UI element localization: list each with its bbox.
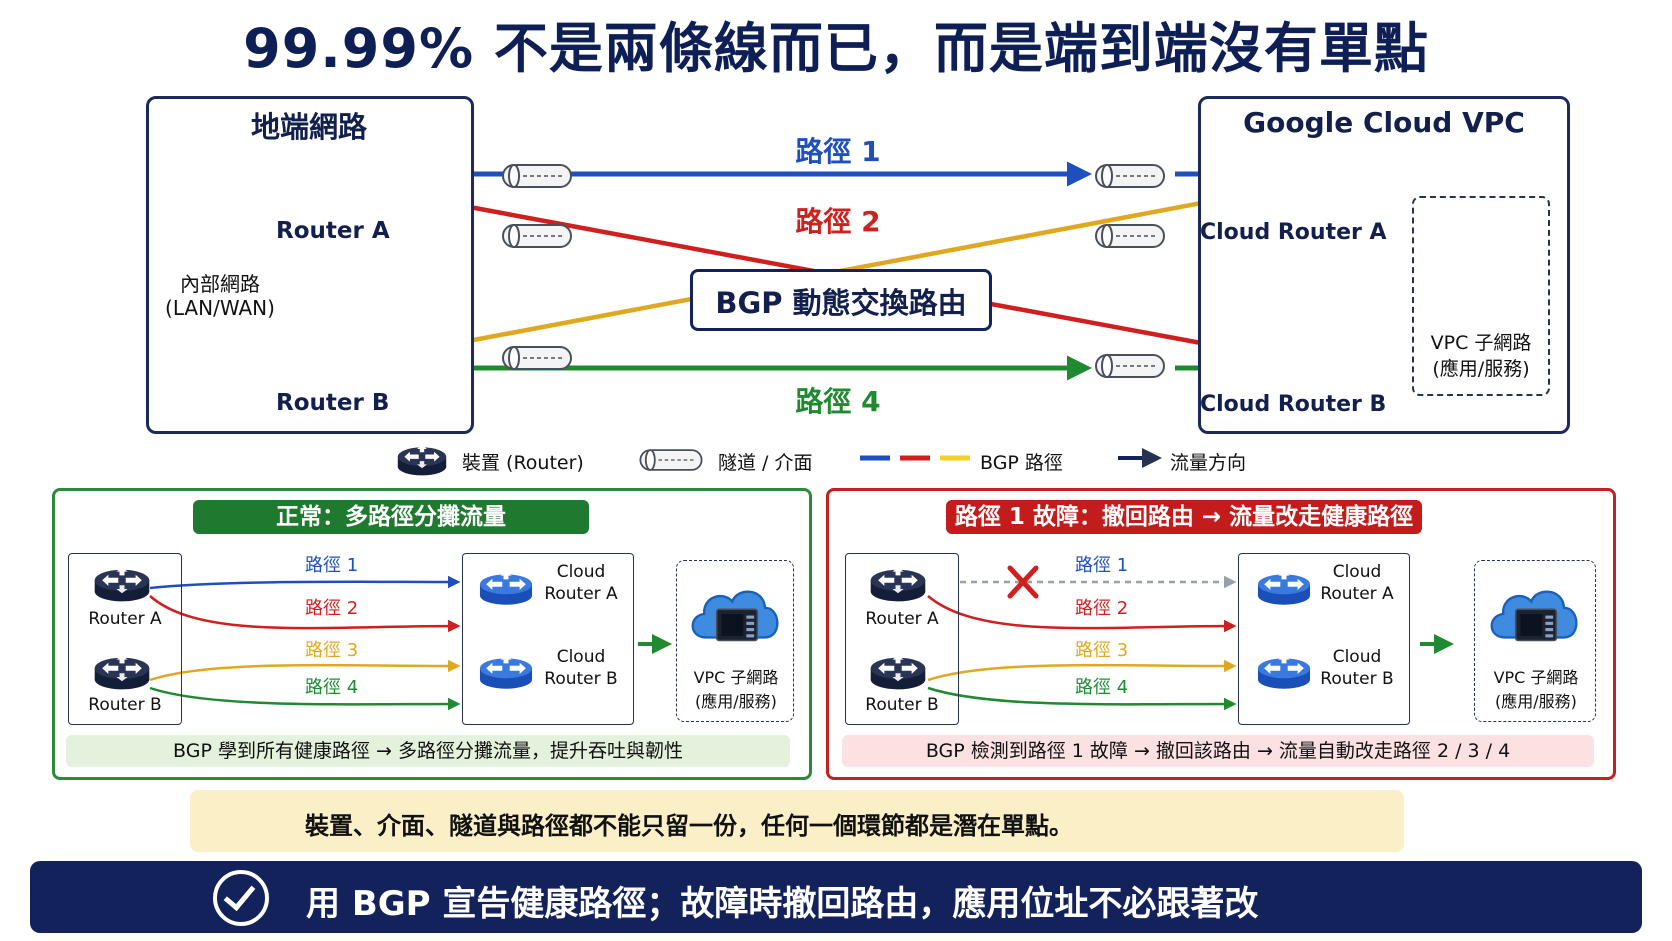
normal-vpc-box <box>676 560 794 722</box>
normal-summary: BGP 學到所有健康路徑 → 多路徑分攤流量，提升吞吐與韌性 <box>66 735 790 767</box>
normal-apps-label: (應用/服務) <box>695 692 777 711</box>
warning-text: 裝置、介面、隧道與路徑都不能只留一份，任何一個環節都是潛在單點。 <box>305 812 1073 840</box>
router-b-label: Router B <box>276 390 390 416</box>
path-4-label: 路徑 4 <box>795 385 881 418</box>
tunnel-icon <box>502 346 572 370</box>
failure-router-a-label: Router A <box>865 609 939 629</box>
normal-vpc-label: VPC 子網路 <box>693 668 779 687</box>
gcp-title: Google Cloud VPC <box>1243 106 1525 139</box>
legend-flow-label: 流量方向 <box>1170 452 1247 474</box>
failure-path-4-label: 路徑 4 <box>1075 677 1129 698</box>
vpc-subnet-label: VPC 子網路 <box>1430 332 1532 354</box>
tunnel-icon <box>1095 224 1165 248</box>
footer-bar <box>30 861 1642 933</box>
failure-cloud-a-label: Cloud <box>1332 562 1382 582</box>
onprem-box <box>146 96 474 434</box>
check-circle-icon <box>213 870 269 926</box>
vpc-subnet-box <box>1412 196 1550 396</box>
failure-lines <box>927 575 1454 711</box>
failure-panel <box>826 488 1616 780</box>
normal-panel <box>52 488 812 780</box>
tunnel-icon <box>502 224 572 248</box>
legend-tunnel-label: 隧道 / 介面 <box>718 452 813 474</box>
lan-wan-label: (LAN/WAN) <box>165 296 275 320</box>
failure-path-1-label: 路徑 1 <box>1075 555 1129 576</box>
vpc-apps-label: (應用/服務) <box>1432 358 1530 380</box>
cloud-router-b-label: Cloud Router B <box>1200 392 1387 417</box>
failure-router-b2-label: Router B <box>1320 669 1394 689</box>
normal-router-b2-label: Router B <box>544 669 618 689</box>
normal-cloud-a-label: Cloud <box>556 562 606 582</box>
router-a-label: Router A <box>276 218 390 244</box>
warning-bar <box>190 790 1404 852</box>
gcp-box <box>1198 96 1570 434</box>
normal-cloud-b-label: Cloud <box>556 647 606 667</box>
cloud-router-a-label: Cloud Router A <box>1200 220 1387 245</box>
normal-header: 正常：多路徑分攤流量 <box>193 500 589 534</box>
tunnel-icon <box>1095 354 1165 378</box>
legend-router-icon <box>397 445 447 476</box>
internal-network-label: 內部網路 <box>180 272 260 296</box>
failure-path-3-label: 路徑 3 <box>1075 640 1129 661</box>
normal-router-a2-label: Router A <box>544 584 618 604</box>
normal-gcp-box <box>462 553 634 725</box>
normal-router-b-label: Router B <box>88 695 162 715</box>
tunnel-icon <box>502 164 572 188</box>
failure-onprem-box <box>845 553 959 725</box>
legend-tunnel-icon <box>639 449 703 471</box>
legend-device-label: 裝置 (Router) <box>462 452 584 474</box>
failure-cloud-b-label: Cloud <box>1332 647 1382 667</box>
failure-vpc-box <box>1474 560 1596 722</box>
failure-router-b-label: Router B <box>865 695 939 715</box>
legend-bgp-label: BGP 路徑 <box>980 452 1063 474</box>
bgp-center-label: BGP 動態交換路由 <box>715 286 967 320</box>
failure-header: 路徑 1 故障：撤回路由 → 流量改走健康路徑 <box>946 500 1422 534</box>
tunnel-icon <box>1095 164 1165 188</box>
bgp-center-box <box>690 269 992 331</box>
footer-text: 用 BGP 宣告健康路徑；故障時撤回路由，應用位址不必跟著改 <box>306 884 1259 924</box>
normal-onprem-box <box>68 553 182 725</box>
normal-path-4-label: 路徑 4 <box>305 677 359 698</box>
failure-path-2-label: 路徑 2 <box>1075 598 1129 619</box>
failure-router-a2-label: Router A <box>1320 584 1394 604</box>
normal-lines <box>149 575 672 711</box>
normal-path-1-label: 路徑 1 <box>305 555 359 576</box>
page-title: 99.99% 不是兩條線而已，而是端到端沒有單點 <box>243 17 1429 80</box>
normal-router-a-label: Router A <box>88 609 162 629</box>
onprem-title: 地端網路 <box>250 110 367 144</box>
failure-x-icon <box>1007 565 1039 599</box>
failure-summary: BGP 檢測到路徑 1 故障 → 撤回該路由 → 流量自動改走路徑 2 / 3 … <box>842 735 1594 767</box>
normal-path-2-label: 路徑 2 <box>305 598 359 619</box>
failure-vpc-label: VPC 子網路 <box>1493 668 1579 687</box>
path-1-label: 路徑 1 <box>795 135 881 168</box>
path-2-label: 路徑 2 <box>795 205 881 238</box>
normal-path-3-label: 路徑 3 <box>305 640 359 661</box>
failure-apps-label: (應用/服務) <box>1495 692 1577 711</box>
failure-gcp-box <box>1238 553 1410 725</box>
